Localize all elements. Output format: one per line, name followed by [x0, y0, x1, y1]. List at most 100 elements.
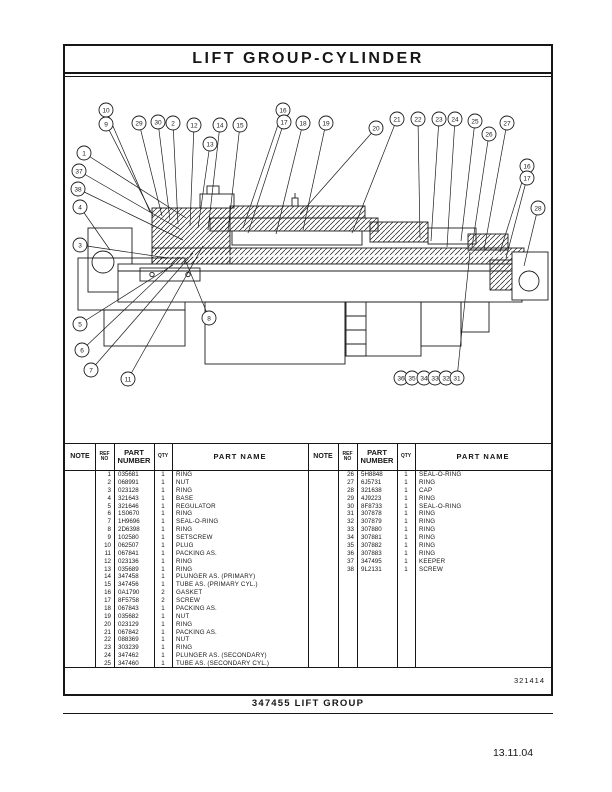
svg-text:12: 12	[190, 122, 198, 129]
cell-qty: 1	[161, 612, 165, 620]
callout-leader-lines	[77, 109, 539, 380]
column-divider	[172, 444, 173, 667]
cell-name: SCREW	[176, 597, 201, 604]
cell-qty: 2	[161, 597, 165, 604]
cell-qty: 1	[161, 660, 165, 667]
col-header-part-name: PART NAME	[456, 452, 510, 462]
callout-30: 30	[150, 114, 166, 130]
svg-text:3: 3	[78, 242, 82, 249]
cell-note	[65, 479, 95, 487]
cell-ref: 12	[104, 557, 111, 565]
cell-part: 8F5758	[118, 597, 139, 604]
callout-26: 26	[481, 126, 497, 142]
cell-part: 035682	[118, 612, 139, 620]
cell-part: 9L2131	[361, 565, 382, 573]
cell-ref: 24	[104, 652, 111, 660]
cell-ref: 11	[104, 549, 111, 557]
callout-3: 3	[72, 237, 88, 253]
title-divider-thin	[65, 75, 551, 77]
svg-text:33: 33	[431, 375, 439, 382]
cell-note	[308, 510, 338, 518]
callout-37: 37	[71, 163, 87, 179]
callout-13: 13	[202, 136, 218, 152]
cell-qty: 1	[404, 541, 408, 549]
callout-leader	[242, 109, 284, 229]
svg-text:36: 36	[397, 375, 405, 382]
cell-note	[65, 542, 95, 550]
cell-part: 321646	[118, 502, 139, 510]
svg-text:30: 30	[154, 119, 162, 126]
svg-text:1: 1	[82, 150, 86, 157]
column-divider	[114, 444, 115, 667]
cell-qty: 1	[161, 518, 165, 526]
cell-ref: 32	[347, 518, 354, 526]
callout-22: 22	[410, 111, 426, 127]
cell-note	[308, 487, 338, 495]
cell-qty: 1	[404, 510, 408, 518]
svg-text:9: 9	[104, 121, 108, 128]
callout-leader	[77, 188, 184, 241]
cell-name: PLUNGER AS. (PRIMARY)	[176, 573, 256, 581]
cell-qty: 1	[404, 565, 408, 573]
cell-note	[308, 495, 338, 503]
callout-11: 11	[120, 371, 136, 387]
column-divider	[338, 444, 339, 667]
cell-note	[65, 558, 95, 566]
cell-qty: 1	[404, 557, 408, 565]
cell-part: 321643	[118, 494, 139, 502]
callout-leader	[299, 127, 377, 215]
cell-part: 347456	[118, 581, 139, 589]
cell-qty: 1	[161, 644, 165, 652]
cell-note	[308, 534, 338, 542]
cell-note	[65, 621, 95, 629]
callout-25: 25	[467, 113, 483, 129]
cell-part: 062507	[118, 541, 139, 549]
cell-ref: 29	[347, 494, 354, 502]
callout-leader	[275, 122, 304, 235]
cell-qty: 1	[161, 541, 165, 549]
column-divider	[154, 444, 155, 667]
cell-qty: 1	[161, 526, 165, 534]
cell-part: 307881	[361, 534, 382, 541]
callout-leader	[456, 251, 471, 379]
svg-text:35: 35	[408, 375, 416, 382]
cell-note	[65, 629, 95, 637]
cell-note	[65, 510, 95, 518]
svg-text:7: 7	[89, 367, 93, 374]
callout-leader	[83, 152, 187, 219]
svg-text:18: 18	[299, 120, 307, 127]
cell-note	[308, 526, 338, 534]
cell-name: TUBE AS. (SECONDARY CYL.)	[176, 660, 270, 667]
svg-text:11: 11	[125, 376, 132, 383]
cell-part: 8F8733	[361, 502, 382, 510]
cell-ref: 20	[104, 620, 111, 628]
col-header-qty: QTY	[157, 453, 169, 460]
callout-21: 21	[389, 111, 405, 127]
callout-leader	[105, 109, 151, 213]
cell-part: 1S0670	[118, 510, 140, 518]
cell-ref: 27	[347, 478, 354, 486]
column-divider	[397, 444, 398, 667]
svg-text:25: 25	[471, 118, 479, 125]
callout-leader	[79, 244, 169, 259]
svg-text:22: 22	[414, 116, 422, 123]
cell-note	[308, 518, 338, 526]
cell-qty: 1	[404, 549, 408, 557]
